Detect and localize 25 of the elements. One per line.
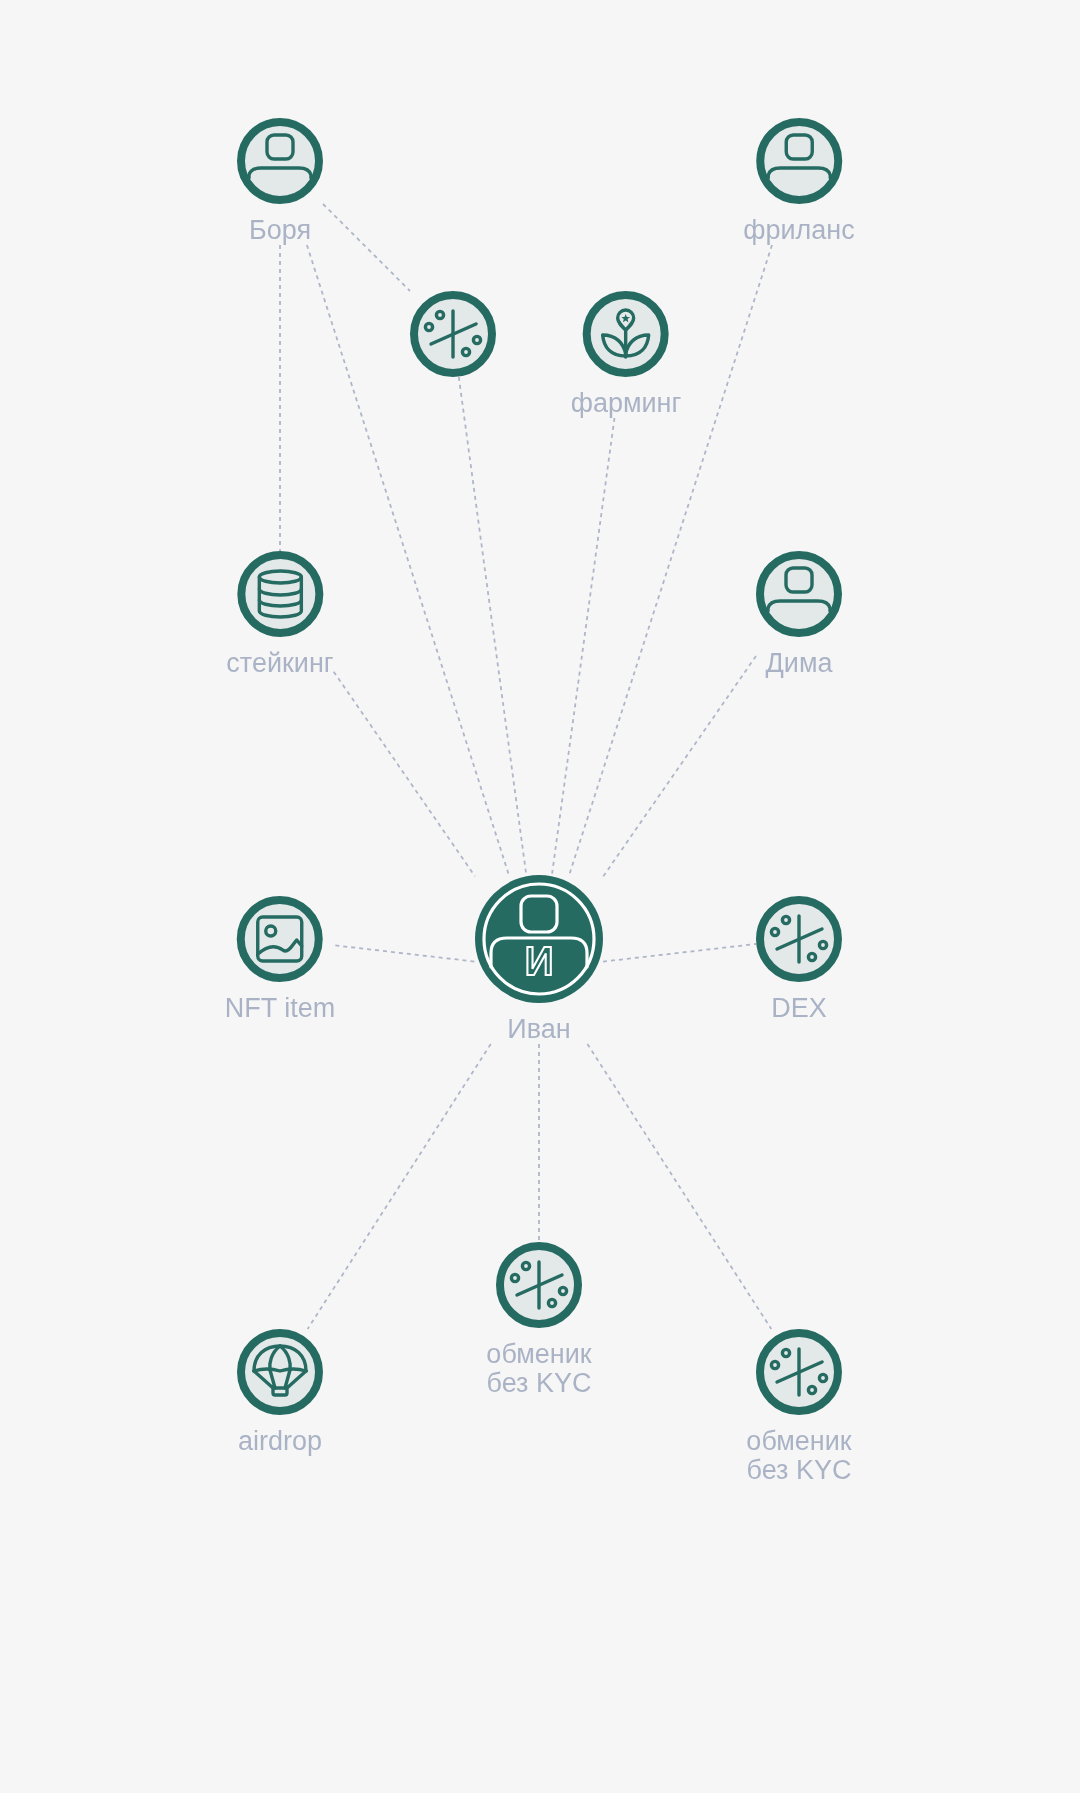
- dashed-line: [586, 1043, 773, 1330]
- dashed-line: [322, 203, 411, 292]
- dashed-line: [279, 244, 281, 552]
- node-label: стейкинг: [226, 649, 334, 678]
- dashed-line: [551, 417, 616, 876]
- dashed-line: [332, 670, 476, 878]
- dashed-line: [568, 244, 773, 876]
- dashed-line: [457, 376, 528, 876]
- node-label: airdrop: [237, 1427, 322, 1456]
- dashed-line: [538, 1043, 540, 1243]
- node-label: обменик без KYC: [485, 1340, 593, 1398]
- node-label: фарминг: [570, 389, 682, 418]
- dashed-line: [334, 944, 476, 963]
- node-label: Иван: [507, 1015, 571, 1044]
- dashed-line: [306, 1043, 492, 1330]
- dashed-line: [602, 943, 757, 963]
- avatar-initial: И: [524, 941, 554, 981]
- node-label: Боря: [248, 216, 312, 245]
- dashed-line: [306, 244, 510, 876]
- node-label: фриланс: [743, 216, 855, 245]
- node-label: NFT item: [224, 994, 336, 1023]
- dashed-line: [602, 655, 757, 878]
- node-label: Дима: [765, 649, 833, 678]
- node-label: DEX: [771, 994, 827, 1023]
- node-label: обменик без KYC: [745, 1427, 853, 1485]
